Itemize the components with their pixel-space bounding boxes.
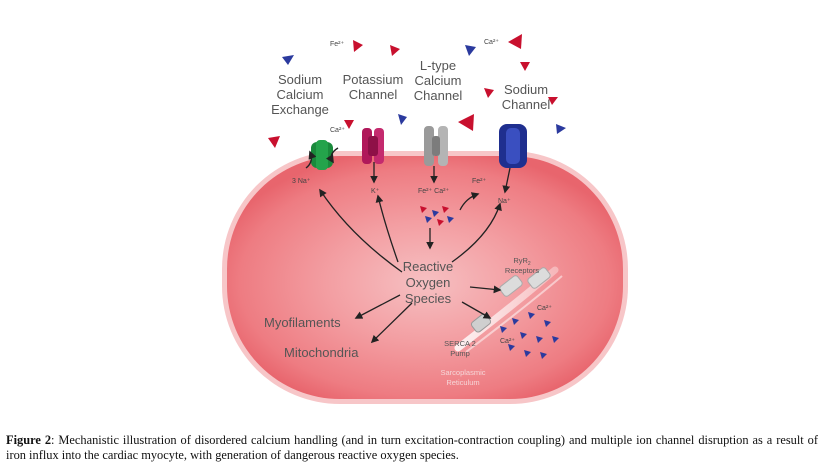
mitochondria-label: Mitochondria [284,345,359,360]
ncx-label: Sodium Calcium Exchange [271,72,329,117]
ryr-receptor-icon [527,267,551,289]
cell-membrane [222,151,628,404]
sr-label: Sarcoplasmic Reticulum [440,368,485,387]
ltype-label: L-type Calcium Channel [414,58,463,103]
ca-ion-label: Ca²⁺ [484,39,499,46]
ros-label: Reactive Oxygen Species [403,259,454,306]
cardiac-myocyte-diagram: Sodium Calcium Exchange Potassium Channe… [222,34,628,404]
k-ion-label: K⁺ [371,188,380,195]
ryr-receptor-icon [499,275,523,297]
ncx-na-label: 3 Na⁺ [292,178,311,185]
na-ion-label: Na⁺ [498,198,511,205]
sr-calcium-markers [500,312,559,359]
svg-text:Reticulum: Reticulum [446,378,479,387]
serca-label: SERCA 2 Pump [444,339,476,358]
svg-text:Channel: Channel [502,97,551,112]
svg-text:Pump: Pump [450,349,470,358]
sarcoplasmic-reticulum [454,266,563,353]
potassium-channel-icon [362,128,384,164]
fe-ca-ion-label: Fe²⁺ Ca²⁺ [418,188,449,195]
intracellular-ion-markers [420,206,454,226]
l-type-calcium-channel-icon [424,126,448,166]
potassium-label: Potassium Channel [343,72,404,102]
svg-text:Receptors: Receptors [505,266,539,275]
svg-text:Potassium: Potassium [343,72,404,87]
svg-text:Channel: Channel [349,87,398,102]
svg-text:RyR2: RyR2 [513,256,531,267]
svg-text:Channel: Channel [414,88,463,103]
svg-text:L-type: L-type [420,58,456,73]
svg-text:Sodium: Sodium [504,82,548,97]
sodium-channel-icon [499,124,527,168]
ryr-label: RyR2 Receptors [505,256,539,275]
svg-text:Species: Species [405,291,452,306]
svg-text:SERCA 2: SERCA 2 [444,339,476,348]
svg-text:Calcium: Calcium [415,73,462,88]
svg-text:Oxygen: Oxygen [406,275,451,290]
arrows [319,162,511,344]
fe-ion-label: Fe²⁺ [330,41,345,48]
sodium-label: Sodium Channel [502,82,551,112]
figure-caption: Figure 2: Mechanistic illustration of di… [6,433,818,463]
caption-text: : Mechanistic illustration of disordered… [6,433,818,462]
svg-text:Calcium: Calcium [277,87,324,102]
svg-text:Sarcoplasmic: Sarcoplasmic [440,368,485,377]
ncx-ca-label: Ca²⁺ [330,127,345,134]
svg-text:Exchange: Exchange [271,102,329,117]
serca-ca-label: Ca²⁺ [500,338,515,345]
sr-ca-label: Ca²⁺ [537,305,552,312]
fe-side-label: Fe²⁺ [472,178,487,185]
iron-ion-markers [268,34,566,148]
svg-text:Sodium: Sodium [278,72,322,87]
ncx-exchanger-icon [305,140,339,170]
myofilaments-label: Myofilaments [264,315,341,330]
figure-label: Figure 2 [6,433,52,447]
svg-text:Reactive: Reactive [403,259,454,274]
